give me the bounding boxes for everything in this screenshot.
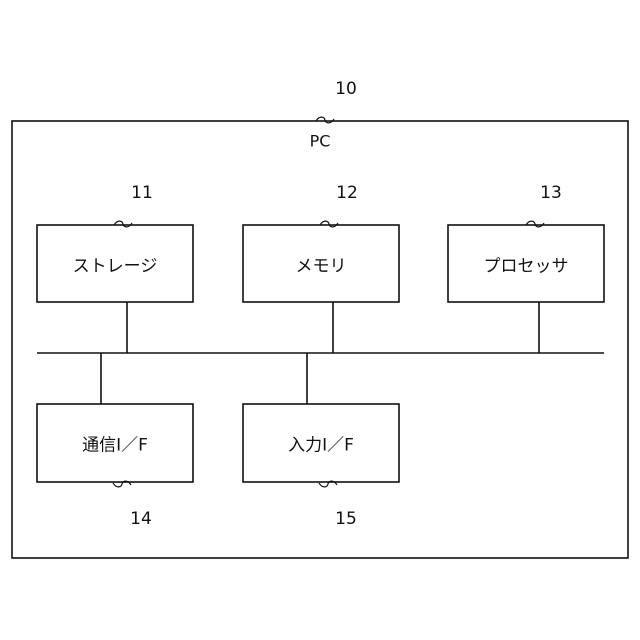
leader-10: [316, 117, 334, 123]
ref-numeral-14: 14: [130, 509, 152, 529]
input-if-label: 入力I／F: [288, 431, 354, 456]
ref-numeral-13: 13: [540, 183, 562, 203]
ref-numeral-11: 11: [131, 183, 153, 203]
comm-if-label: 通信I／F: [82, 431, 148, 456]
pc-label: PC: [310, 132, 331, 151]
memory-label: メモリ: [296, 252, 347, 277]
pc-frame: [12, 121, 628, 558]
storage-label: ストレージ: [73, 252, 158, 277]
ref-numeral-12: 12: [336, 183, 358, 203]
processor-label: プロセッサ: [484, 252, 569, 277]
ref-numeral-10: 10: [335, 79, 357, 99]
ref-numeral-15: 15: [335, 509, 357, 529]
